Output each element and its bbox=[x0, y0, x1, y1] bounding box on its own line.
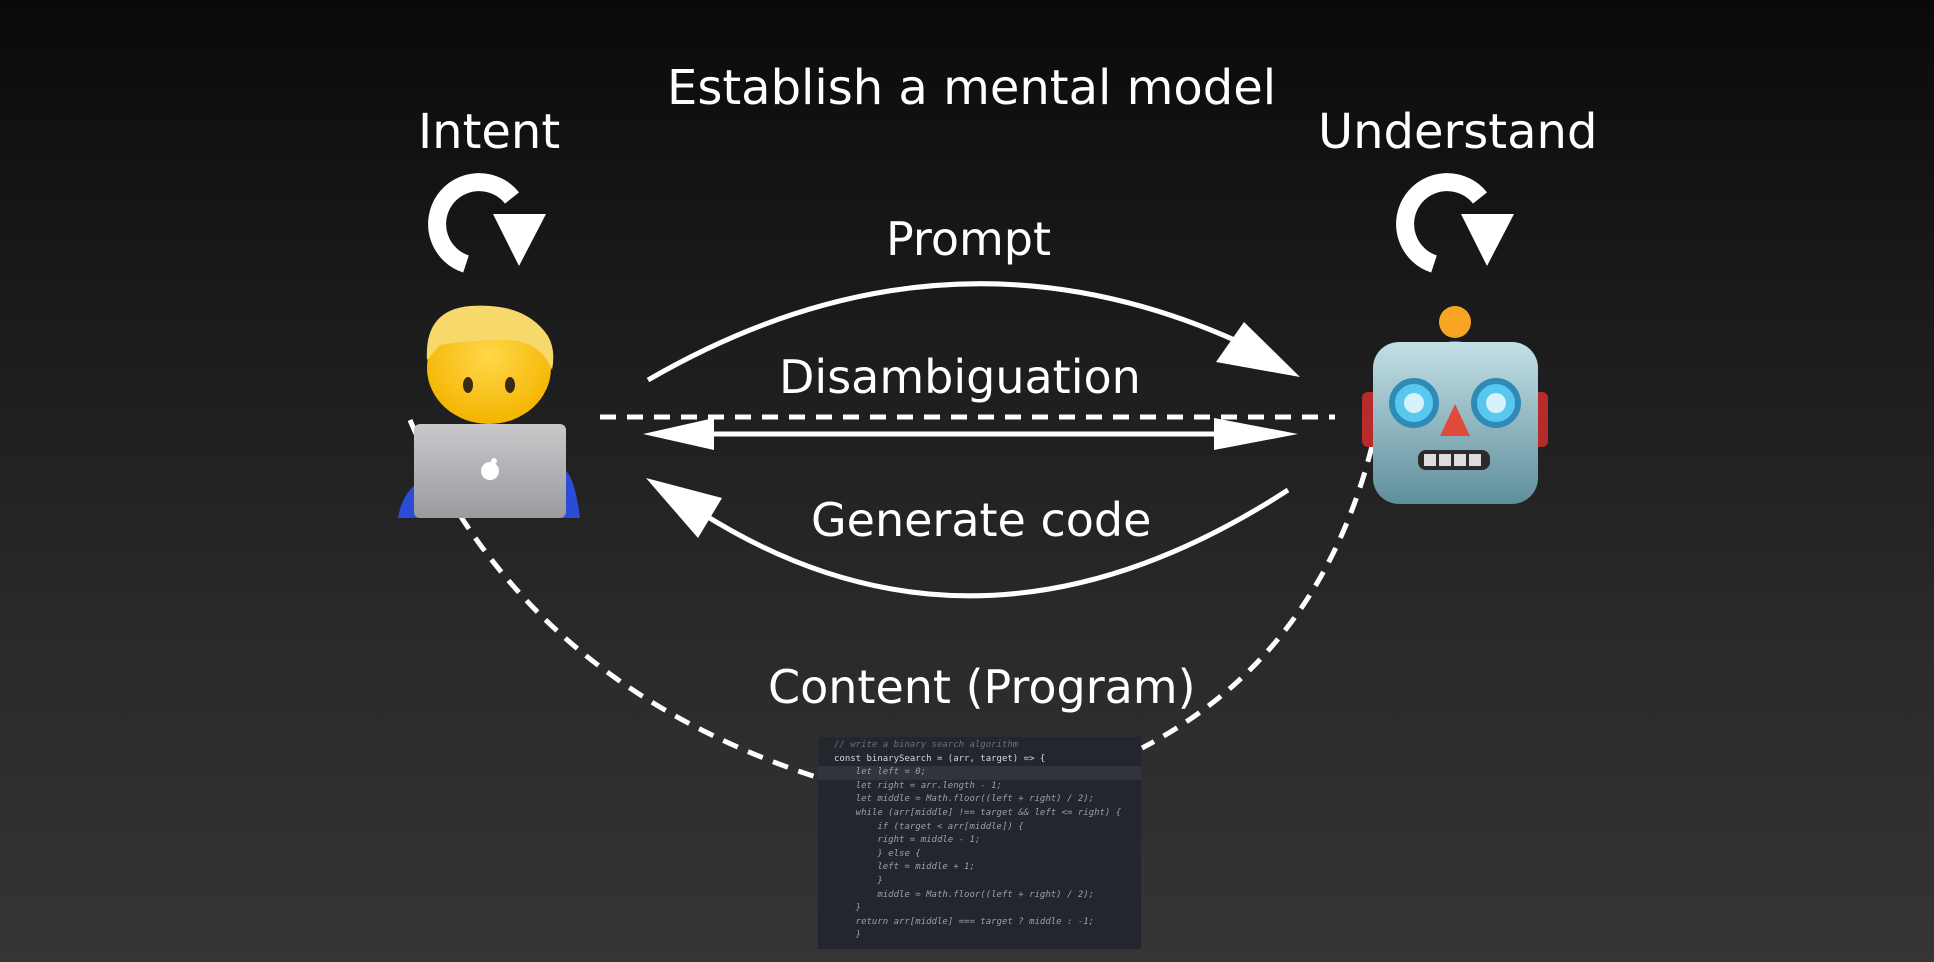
code-line: let left = 0; bbox=[818, 766, 1141, 780]
code-line: middle = Math.floor((left + right) / 2); bbox=[834, 889, 1095, 900]
code-line: } else { bbox=[834, 848, 921, 859]
code-line: right = middle - 1; bbox=[834, 835, 981, 846]
prompt-label: Prompt bbox=[886, 212, 1052, 266]
code-line: while (arr[middle] !== target && left <=… bbox=[834, 807, 1122, 818]
understand-cycle-icon bbox=[1396, 173, 1514, 273]
code-line: const binarySearch = (arr, target) => { bbox=[834, 753, 1046, 764]
code-line: // write a binary search algorithm bbox=[834, 740, 1019, 750]
code-line: } bbox=[834, 930, 862, 941]
code-line: } bbox=[834, 875, 883, 886]
code-line: let middle = Math.floor((left + right) /… bbox=[834, 794, 1095, 805]
generate-code-label: Generate code bbox=[811, 493, 1152, 547]
understand-label: Understand bbox=[1318, 104, 1598, 160]
disambiguation-double-arrow bbox=[643, 418, 1298, 450]
intent-cycle-icon bbox=[428, 173, 546, 273]
content-label: Content (Program) bbox=[768, 660, 1196, 714]
robot-icon bbox=[1362, 306, 1548, 504]
diagram-title: Establish a mental model bbox=[667, 60, 1277, 116]
right-content-dashed-curve bbox=[1140, 419, 1381, 751]
left-content-dashed-curve bbox=[407, 419, 817, 780]
generate-code-arrow bbox=[646, 478, 1290, 599]
developer-icon bbox=[398, 305, 580, 518]
disambiguation-label: Disambiguation bbox=[779, 350, 1141, 404]
code-line: let right = arr.length - 1; bbox=[834, 780, 1002, 791]
code-line: if (target < arr[middle]) { bbox=[834, 821, 1024, 832]
code-snippet: // write a binary search algorithm const … bbox=[818, 737, 1141, 949]
code-line: left = middle + 1; bbox=[834, 862, 975, 873]
intent-label: Intent bbox=[418, 104, 561, 160]
code-line: return arr[middle] === target ? middle :… bbox=[834, 916, 1095, 927]
code-line: } bbox=[834, 903, 862, 914]
prompt-arrow bbox=[646, 281, 1300, 383]
